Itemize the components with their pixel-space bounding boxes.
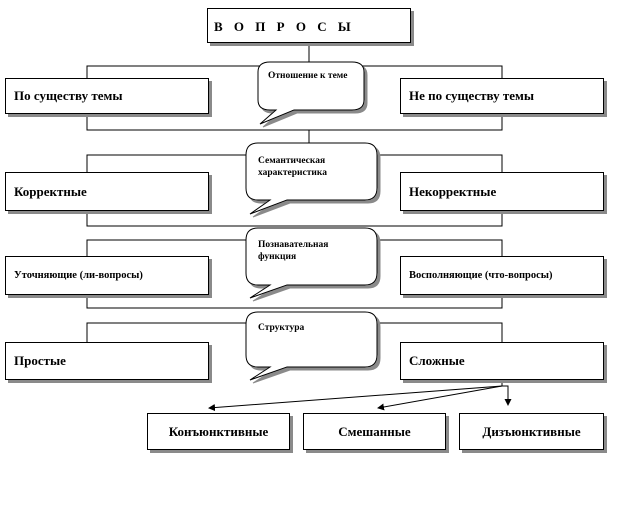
arrow-disjunctive bbox=[502, 385, 512, 406]
bracket-cognitive-bottom bbox=[86, 295, 503, 309]
box-mixed: Смешанные bbox=[303, 413, 446, 450]
label-complex: Сложные bbox=[409, 353, 465, 368]
label-simple: Простые bbox=[14, 353, 66, 368]
title-text: В О П Р О С Ы bbox=[214, 19, 355, 34]
callout-semantic bbox=[245, 142, 378, 215]
box-incorrect: Некорректные bbox=[400, 172, 604, 211]
label-completing: Восполняющие (что-вопросы) bbox=[409, 270, 553, 281]
label-disjunctive: Дизъюнктивные bbox=[482, 423, 581, 439]
label-mixed: Смешанные bbox=[338, 423, 411, 439]
criterion-cognitive: Познавательная функция bbox=[258, 240, 329, 262]
bracket-semantic-bottom bbox=[86, 211, 503, 227]
box-correct: Корректные bbox=[5, 172, 209, 211]
box-on-topic: По существу темы bbox=[5, 78, 209, 114]
box-completing: Восполняющие (что-вопросы) bbox=[400, 256, 604, 295]
label-conjunctive: Конъюнктивные bbox=[168, 423, 269, 439]
criterion-semantic: Семантическая характеристика bbox=[258, 156, 327, 178]
callout-relation bbox=[257, 61, 365, 125]
box-disjunctive: Дизъюнктивные bbox=[459, 413, 604, 450]
arrow-mixed bbox=[377, 385, 503, 411]
criterion-structure: Структура bbox=[258, 323, 305, 333]
box-simple: Простые bbox=[5, 342, 209, 380]
criterion-relation: Отношение к теме bbox=[268, 71, 348, 81]
bracket-relation-bottom bbox=[86, 114, 503, 131]
box-clarifying: Уточняющие (ли-вопросы) bbox=[5, 256, 209, 295]
callout-cognitive bbox=[245, 227, 378, 299]
box-off-topic: Не по существу темы bbox=[400, 78, 604, 114]
label-clarifying: Уточняющие (ли-вопросы) bbox=[14, 270, 143, 281]
label-off-topic: Не по существу темы bbox=[409, 88, 535, 103]
box-complex: Сложные bbox=[400, 342, 604, 380]
title-box: В О П Р О С Ы bbox=[207, 8, 411, 43]
box-conjunctive: Конъюнктивные bbox=[147, 413, 290, 450]
label-correct: Корректные bbox=[14, 183, 87, 199]
callout-structure bbox=[245, 311, 378, 381]
label-on-topic: По существу темы bbox=[14, 88, 123, 103]
label-incorrect: Некорректные bbox=[409, 183, 497, 199]
